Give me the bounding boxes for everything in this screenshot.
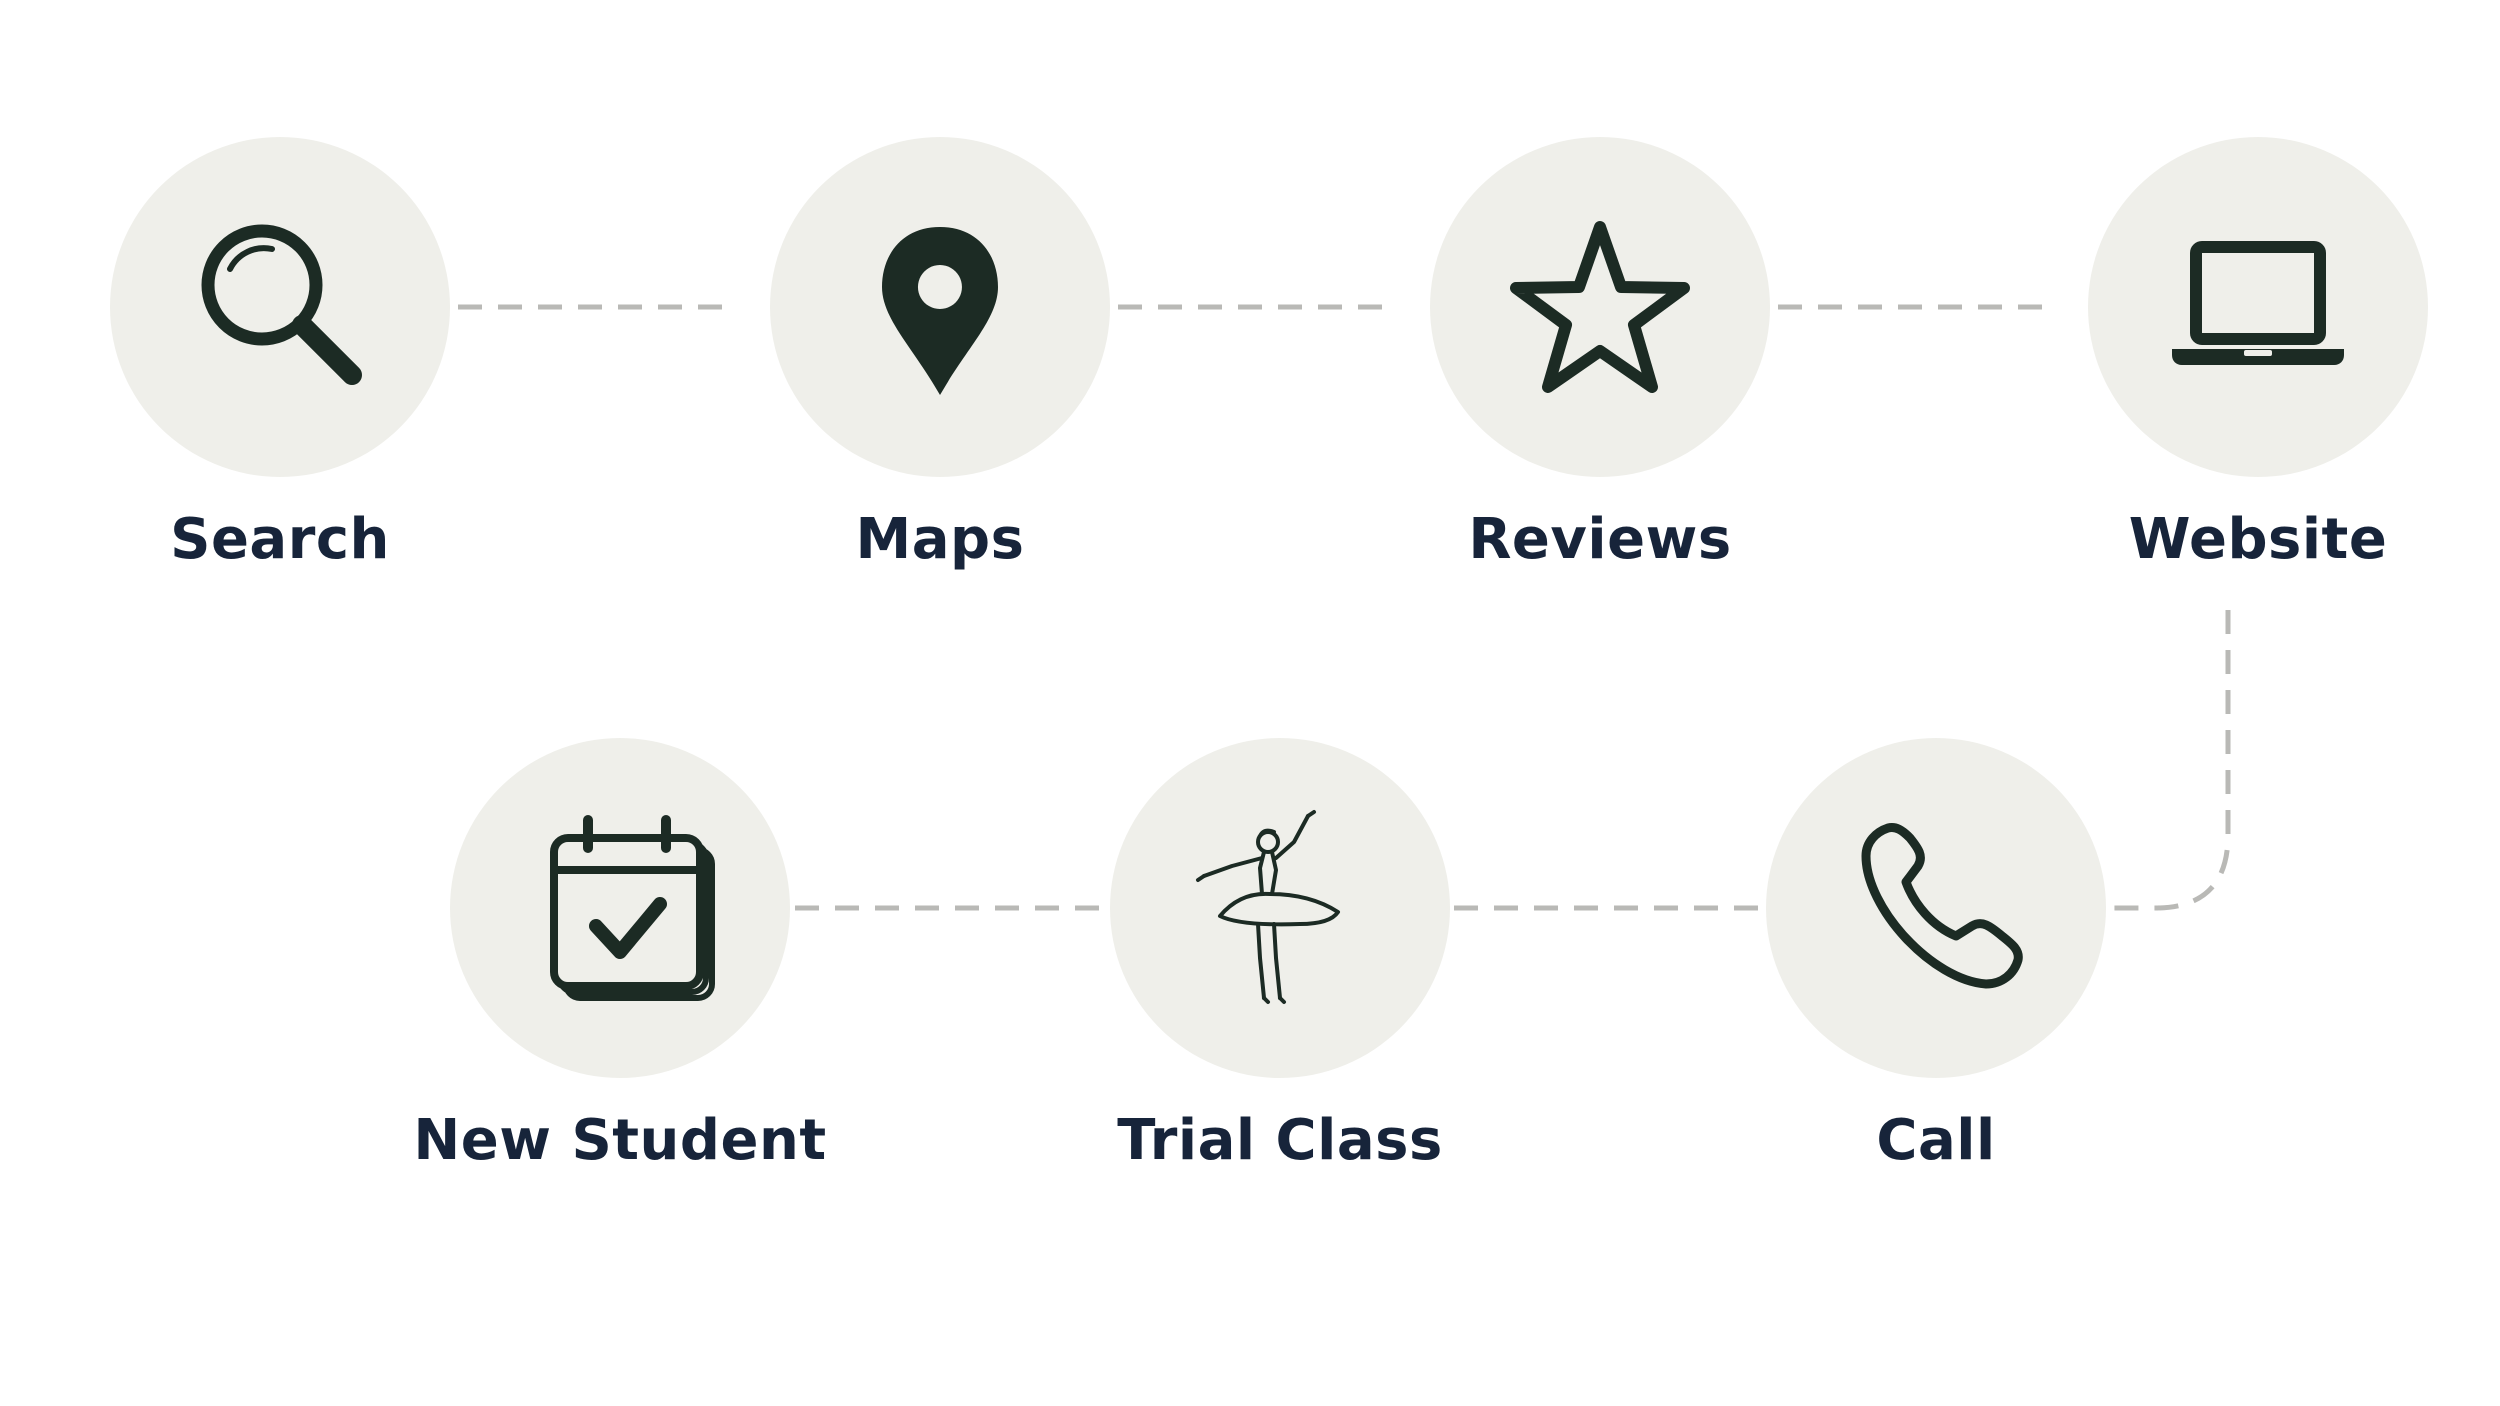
- search-icon: [201, 224, 362, 385]
- step-label-reviews: Reviews: [1468, 507, 1732, 572]
- step-new-student: New Student: [360, 738, 880, 1218]
- step-circle: [1110, 738, 1450, 1078]
- step-circle: [1430, 137, 1770, 477]
- step-label-trial-class: Trial Class: [1117, 1108, 1443, 1173]
- map-pin-icon: [882, 227, 998, 395]
- step-label-call: Call: [1876, 1108, 1996, 1173]
- step-circle: [450, 738, 790, 1078]
- step-maps: Maps: [680, 137, 1200, 617]
- step-circle: [110, 137, 450, 477]
- star-icon: [1510, 221, 1690, 393]
- step-search: Search: [20, 137, 540, 617]
- ballerina-icon: [1196, 810, 1340, 1004]
- step-label-search: Search: [170, 507, 390, 572]
- step-label-maps: Maps: [855, 507, 1025, 572]
- step-reviews: Reviews: [1340, 137, 1860, 617]
- step-trial-class: Trial Class: [1020, 738, 1540, 1218]
- step-circle: [1766, 738, 2106, 1078]
- step-label-website: Website: [2128, 507, 2388, 572]
- step-label-new-student: New Student: [413, 1108, 827, 1173]
- calendar-check-icon: [550, 815, 715, 1001]
- connector-website-call: [2098, 610, 2231, 911]
- step-website: Website: [1998, 137, 2500, 617]
- laptop-icon: [2172, 241, 2344, 365]
- step-circle: [2088, 137, 2428, 477]
- step-call: Call: [1676, 738, 2196, 1218]
- phone-icon: [1861, 823, 2023, 989]
- step-circle: [770, 137, 1110, 477]
